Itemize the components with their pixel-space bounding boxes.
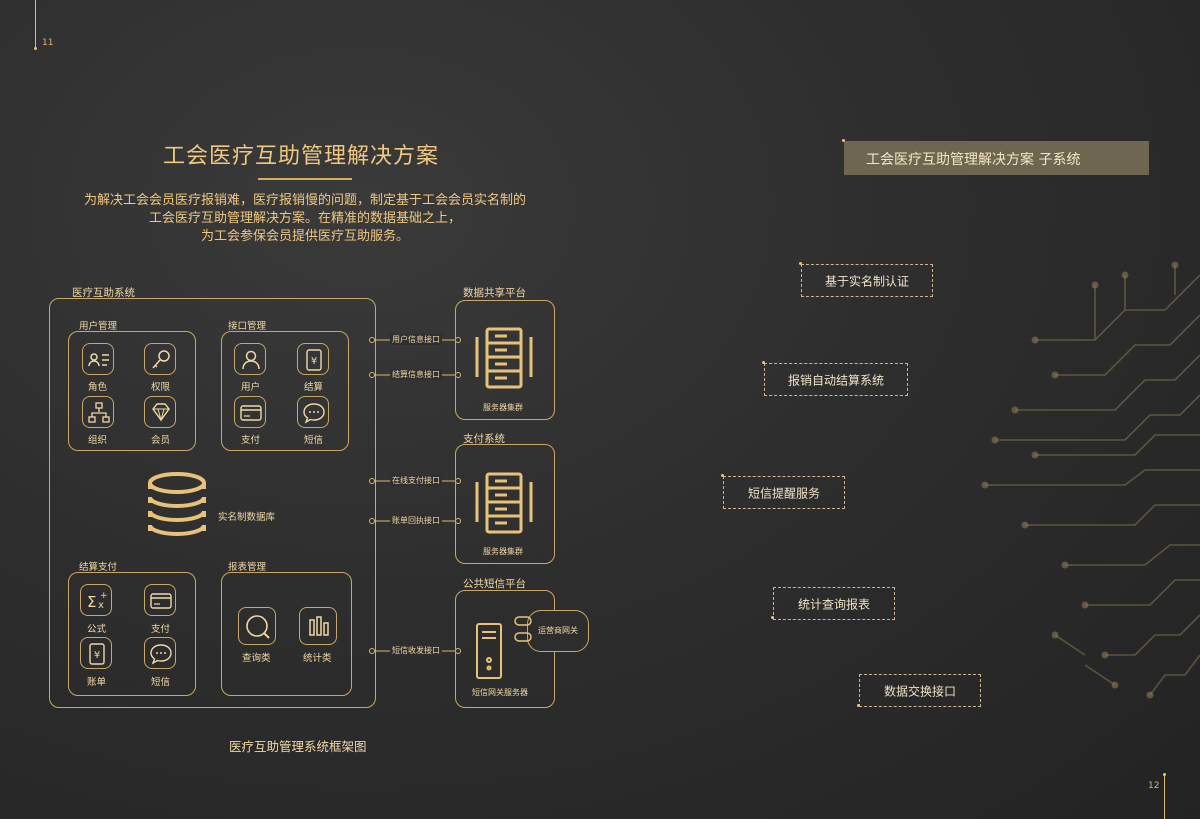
user-mgmt-box xyxy=(68,331,196,451)
circuit-decoration xyxy=(981,261,1200,699)
subsystem-dot-3 xyxy=(721,474,724,477)
intro-text: 为解决工会会员医疗报销难，医疗报销慢的问题，制定基于工会会员实名制的 工会医疗互… xyxy=(40,192,570,246)
page-number-left: 11 xyxy=(42,38,54,48)
payment-system-box xyxy=(455,444,555,564)
user-mgmt-label: 用户管理 xyxy=(79,321,118,332)
settlement-payment-item-label: 支付 xyxy=(151,624,171,635)
subsystem-auto-settlement: 报销自动结算系统 xyxy=(764,363,908,396)
bill-receipt-interface-label: 账单回执接口 xyxy=(390,515,442,526)
page-marker-dot-left xyxy=(34,47,37,50)
interface-mgmt-label: 接口管理 xyxy=(228,321,267,332)
operator-gateway-box xyxy=(527,610,589,652)
bill-icon: ¥ xyxy=(80,637,112,669)
payment-system-label: 支付系统 xyxy=(463,433,505,445)
system-box xyxy=(49,298,376,708)
key-icon xyxy=(144,343,176,375)
subsystem-realname-auth: 基于实名制认证 xyxy=(801,264,933,297)
settlement-label: 结算 xyxy=(304,382,324,393)
query-icon xyxy=(238,607,276,645)
server-cluster-icon xyxy=(475,327,533,389)
settlement-payment-label: 结算支付 xyxy=(79,562,118,573)
role-icon xyxy=(82,343,114,375)
intro-line-2: 工会医疗互助管理解决方案。在精准的数据基础之上， xyxy=(148,211,461,226)
online-payment-interface-label: 在线支付接口 xyxy=(390,475,442,486)
database-label: 实名制数据库 xyxy=(218,512,276,523)
database-icon xyxy=(148,472,206,537)
gateway-link-icon xyxy=(514,616,532,642)
permission-label: 权限 xyxy=(151,382,171,393)
settlement-icon: ¥ xyxy=(297,343,329,375)
svg-text:¥: ¥ xyxy=(94,650,100,661)
diagram-caption: 医疗互助管理系统框架图 xyxy=(229,739,367,754)
settlement-info-interface-label: 结算信息接口 xyxy=(390,369,442,380)
page-title: 工会医疗互助管理解决方案 xyxy=(163,144,440,169)
subsystem-dot-4 xyxy=(771,616,774,619)
subsystem-sms-reminder: 短信提醒服务 xyxy=(723,476,845,509)
settlement-payment-box xyxy=(68,572,196,696)
data-share-platform-box xyxy=(455,300,555,420)
sms-send-receive-interface-label: 短信收发接口 xyxy=(390,645,442,656)
page-marker-dot-right xyxy=(1163,773,1166,776)
role-label: 角色 xyxy=(88,382,108,393)
org-label: 组织 xyxy=(88,435,108,446)
payment-label: 支付 xyxy=(241,435,261,446)
interface-mgmt-box xyxy=(221,331,349,451)
svg-text:+: + xyxy=(100,591,108,601)
diamond-icon xyxy=(144,396,176,428)
subsystem-statistics-report-label: 统计查询报表 xyxy=(797,597,870,611)
report-mgmt-box xyxy=(221,572,352,696)
bill-label: 账单 xyxy=(87,677,107,688)
sms-label: 短信 xyxy=(304,435,324,446)
page-marker-line-left xyxy=(35,0,36,48)
report-mgmt-label: 报表管理 xyxy=(228,562,267,573)
operator-gateway-label: 运营商网关 xyxy=(538,626,578,635)
svg-text:¥: ¥ xyxy=(311,356,317,367)
statistics-label: 统计类 xyxy=(303,653,332,664)
title-underline xyxy=(258,178,352,180)
server-cluster-label-1: 服务器集群 xyxy=(483,403,523,412)
card-icon xyxy=(234,396,266,428)
chat-icon xyxy=(297,396,329,428)
server-cluster-label-2: 服务器集群 xyxy=(483,547,523,556)
formula-label: 公式 xyxy=(87,624,107,635)
subsystem-data-exchange-label: 数据交换接口 xyxy=(883,684,956,698)
subsystem-header-text: 工会医疗互助管理解决方案 子系统 xyxy=(866,152,1081,168)
subsystem-sms-reminder-label: 短信提醒服务 xyxy=(747,486,820,500)
subsystem-dot-5 xyxy=(857,704,860,707)
sms-chat-icon xyxy=(144,637,176,669)
bar-chart-icon xyxy=(299,607,337,645)
sms-gateway-server-label: 短信网关服务器 xyxy=(472,688,528,697)
system-label: 医疗互助系统 xyxy=(72,287,135,299)
intro-line-3: 为工会参保会员提供医疗互助服务。 xyxy=(200,229,409,244)
header-dot xyxy=(842,139,845,142)
subsystem-data-exchange: 数据交换接口 xyxy=(859,674,981,707)
intro-line-1: 为解决工会会员医疗报销难，医疗报销慢的问题，制定基于工会会员实名制的 xyxy=(83,193,526,208)
query-label: 查询类 xyxy=(242,653,271,664)
user-info-interface-label: 用户信息接口 xyxy=(390,334,442,345)
subsystem-dot-2 xyxy=(762,361,765,364)
data-share-platform-label: 数据共享平台 xyxy=(463,287,526,299)
settlement-sms-label: 短信 xyxy=(151,677,171,688)
svg-text:Σ: Σ xyxy=(87,593,96,611)
payment-card-icon xyxy=(144,584,176,616)
subsystem-dot-1 xyxy=(799,262,802,265)
member-label: 会员 xyxy=(151,435,171,446)
subsystem-auto-settlement-label: 报销自动结算系统 xyxy=(787,373,884,387)
subsystem-header: 工会医疗互助管理解决方案 子系统 xyxy=(844,141,1149,175)
page-marker-line-right xyxy=(1164,775,1165,819)
subsystem-realname-auth-label: 基于实名制认证 xyxy=(824,274,909,288)
sms-platform-label: 公共短信平台 xyxy=(463,578,526,590)
org-chart-icon xyxy=(82,396,114,428)
subsystem-statistics-report: 统计查询报表 xyxy=(773,587,895,620)
svg-text:x: x xyxy=(98,600,104,611)
sms-server-icon xyxy=(476,623,502,679)
page-number-right: 12 xyxy=(1148,781,1160,791)
user-icon xyxy=(234,343,266,375)
connector-lines xyxy=(369,337,461,654)
server-cluster-icon-2 xyxy=(475,472,533,534)
user-label: 用户 xyxy=(241,382,261,393)
